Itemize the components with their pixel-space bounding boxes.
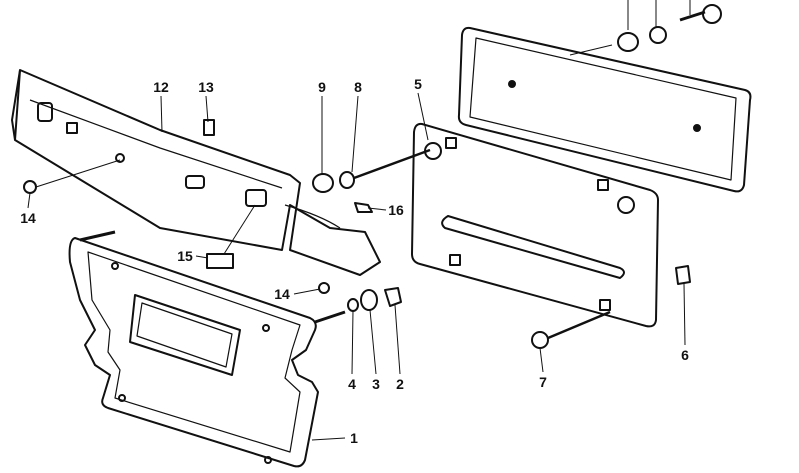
callout-3: 3 bbox=[372, 376, 380, 392]
callout-9: 9 bbox=[318, 79, 326, 95]
callout-4: 4 bbox=[348, 376, 356, 392]
callout-1: 1 bbox=[350, 430, 358, 446]
callout-12: 12 bbox=[153, 79, 169, 95]
callout-16: 16 bbox=[388, 202, 404, 218]
small-parts bbox=[23, 119, 691, 349]
callout-14-center: 14 bbox=[274, 286, 290, 302]
callout-6: 6 bbox=[681, 347, 689, 363]
bumper-trim bbox=[11, 69, 381, 276]
callout-8: 8 bbox=[354, 79, 362, 95]
bracket-frame bbox=[68, 237, 319, 468]
license-plate bbox=[457, 26, 752, 193]
leader-lines bbox=[27, 92, 686, 441]
mounting-panel bbox=[411, 122, 659, 328]
callout-2: 2 bbox=[396, 376, 404, 392]
callout-15: 15 bbox=[177, 248, 193, 264]
callout-13: 13 bbox=[198, 79, 214, 95]
plate-fasteners bbox=[569, 0, 722, 56]
callout-7: 7 bbox=[539, 374, 547, 390]
callout-5: 5 bbox=[414, 76, 422, 92]
callout-14-left: 14 bbox=[20, 210, 36, 226]
